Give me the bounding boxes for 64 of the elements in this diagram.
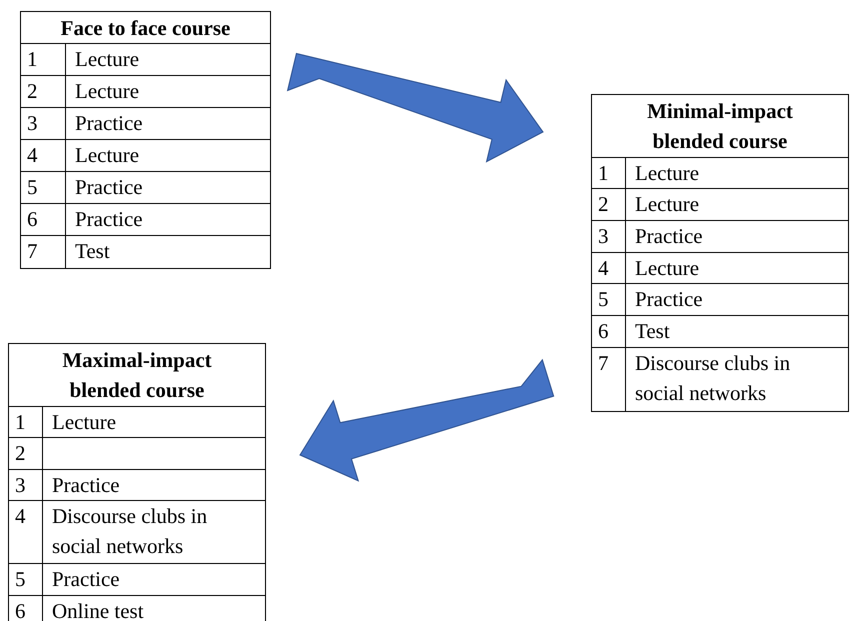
cell-text: Lecture xyxy=(635,255,700,282)
table xyxy=(20,11,271,269)
row-number: 7 xyxy=(27,238,38,265)
row-number: 6 xyxy=(15,598,26,621)
cell-text: Lecture xyxy=(75,46,140,73)
row-number: 4 xyxy=(27,142,38,169)
row-number: 5 xyxy=(598,286,608,313)
cell-text: Practice xyxy=(635,223,703,250)
cell-text: Practice xyxy=(75,174,143,201)
row-number: 1 xyxy=(15,409,26,436)
row-number: 7 xyxy=(598,350,608,377)
row-number: 2 xyxy=(598,191,608,218)
table-row xyxy=(9,438,265,470)
table-row xyxy=(9,501,265,564)
cell-text: Online test xyxy=(52,598,144,621)
row-number: 5 xyxy=(27,174,38,201)
cell-text: Lecture xyxy=(635,191,700,218)
table-row xyxy=(592,189,848,221)
table-row xyxy=(9,470,265,501)
cell-text: Discourse clubs in social networks xyxy=(635,350,792,407)
table xyxy=(8,343,266,621)
cell-text: Discourse clubs in social networks xyxy=(52,503,208,560)
cell-text: Practice xyxy=(75,206,143,233)
cell-text: Test xyxy=(635,318,670,345)
table-row xyxy=(21,76,270,108)
row-number: 3 xyxy=(598,223,608,250)
table-row xyxy=(592,284,848,316)
row-number: 3 xyxy=(27,110,38,137)
table-row xyxy=(592,221,848,253)
cell-text: Test xyxy=(75,238,110,265)
table-heading: Minimal-impact blended course xyxy=(646,98,794,155)
row-number: 4 xyxy=(15,503,26,530)
cell-text: Lecture xyxy=(75,78,140,105)
cell-text: Practice xyxy=(635,286,703,313)
table-row xyxy=(592,158,848,189)
table-row xyxy=(9,564,265,596)
row-number: 3 xyxy=(15,472,26,499)
cell-text: Lecture xyxy=(52,409,116,436)
table-row xyxy=(592,316,848,348)
table-row xyxy=(21,172,270,204)
cell-text: Practice xyxy=(52,472,120,499)
table-row xyxy=(21,108,270,140)
block-arrow xyxy=(299,358,554,482)
row-number: 6 xyxy=(598,318,608,345)
cell-text: Lecture xyxy=(635,160,700,187)
cell-text: Lecture xyxy=(75,142,140,169)
row-number: 1 xyxy=(598,160,608,187)
row-number: 1 xyxy=(27,46,38,73)
table-heading: Maximal-impact blended course xyxy=(61,347,213,404)
row-number: 4 xyxy=(598,255,608,282)
row-number: 2 xyxy=(27,78,38,105)
table xyxy=(591,94,849,412)
row-number: 5 xyxy=(15,566,26,593)
block-arrow xyxy=(286,52,544,163)
table-row xyxy=(21,44,270,76)
table-row xyxy=(9,407,265,438)
row-number: 6 xyxy=(27,206,38,233)
cell-text: Practice xyxy=(52,566,120,593)
cell-text: Practice xyxy=(75,110,143,137)
row-number: 2 xyxy=(15,440,26,467)
table-heading: Face to face course xyxy=(60,14,230,42)
table-row xyxy=(21,204,270,236)
table-row xyxy=(21,140,270,172)
table-row xyxy=(592,253,848,284)
